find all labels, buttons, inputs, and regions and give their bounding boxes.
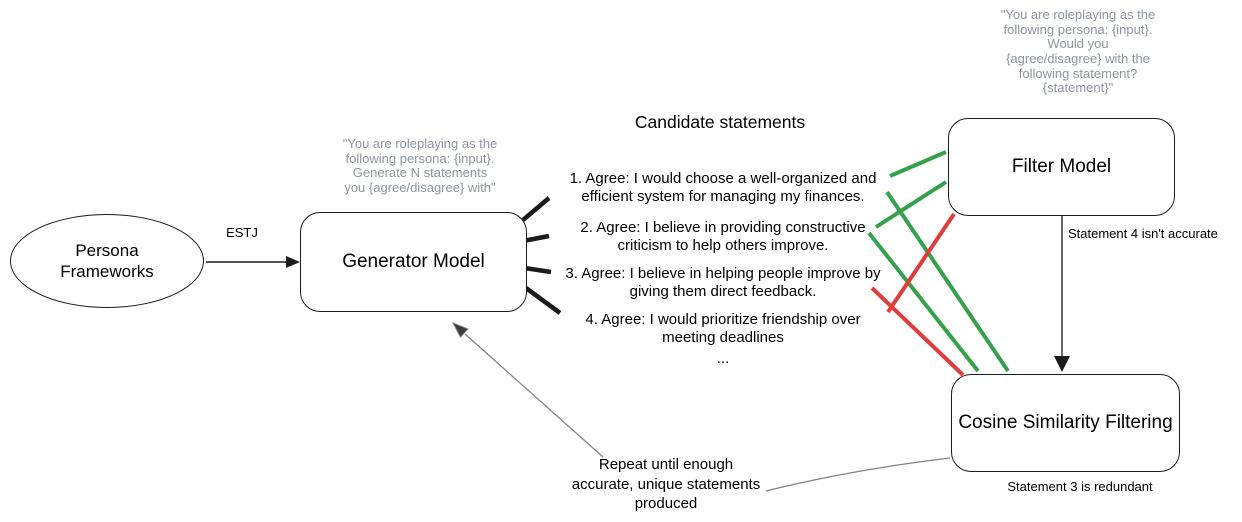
statement-1: 1. Agree: I would choose a well-organize… bbox=[569, 170, 877, 206]
generator-model-label: Generator Model bbox=[342, 251, 485, 272]
statement-2: 2. Agree: I believe in providing constru… bbox=[580, 219, 866, 255]
edge-statement2-to-cosine-accept bbox=[867, 231, 980, 373]
edge-statement3-to-cosine-reject bbox=[870, 286, 965, 377]
edge-statement1-to-filter-accept bbox=[889, 150, 947, 178]
filter-prompt-text: "You are roleplaying as the following pe… bbox=[1000, 7, 1156, 96]
statement-3: 3. Agree: I believe in helping people im… bbox=[565, 265, 881, 301]
node-persona-frameworks: Persona Frameworks bbox=[10, 214, 204, 308]
spoke-generator-statement-4 bbox=[524, 286, 562, 315]
cosine-similarity-label: Cosine Similarity Filtering bbox=[958, 412, 1173, 433]
edge-repeat-note-to-generator bbox=[464, 333, 604, 458]
spoke-generator-statement-1 bbox=[521, 196, 551, 222]
arrowhead-persona-to-generator bbox=[286, 256, 300, 268]
cosine-rejection-note: Statement 3 is redundant bbox=[1007, 479, 1153, 494]
filter-model-label: Filter Model bbox=[1011, 156, 1112, 177]
candidate-statements-title: Candidate statements bbox=[634, 112, 806, 132]
statement-4: 4. Agree: I would prioritize friendship … bbox=[585, 311, 861, 347]
filter-rejection-note: Statement 4 isn't accurate bbox=[1068, 226, 1218, 241]
node-filter-model: Filter Model bbox=[948, 118, 1175, 216]
arrowhead-filter-to-cosine bbox=[1054, 356, 1070, 372]
estj-edge-label: ESTJ bbox=[226, 225, 258, 240]
statements-ellipsis: ... bbox=[716, 350, 730, 367]
edge-cosine-to-repeat-note bbox=[765, 457, 951, 492]
edge-filter-to-statement4-reject bbox=[886, 212, 956, 314]
persona-frameworks-label: Persona Frameworks bbox=[60, 240, 154, 281]
edge-statement2-to-filter-accept bbox=[874, 180, 948, 229]
repeat-loop-note: Repeat until enough accurate, unique sta… bbox=[571, 456, 761, 512]
generator-prompt-text: "You are roleplaying as the following pe… bbox=[342, 136, 498, 196]
edge-statement1-to-cosine-accept bbox=[885, 190, 1010, 373]
node-generator-model: Generator Model bbox=[300, 212, 527, 312]
arrowhead-repeat-to-generator bbox=[451, 322, 469, 338]
node-cosine-similarity-filtering: Cosine Similarity Filtering bbox=[951, 374, 1180, 472]
